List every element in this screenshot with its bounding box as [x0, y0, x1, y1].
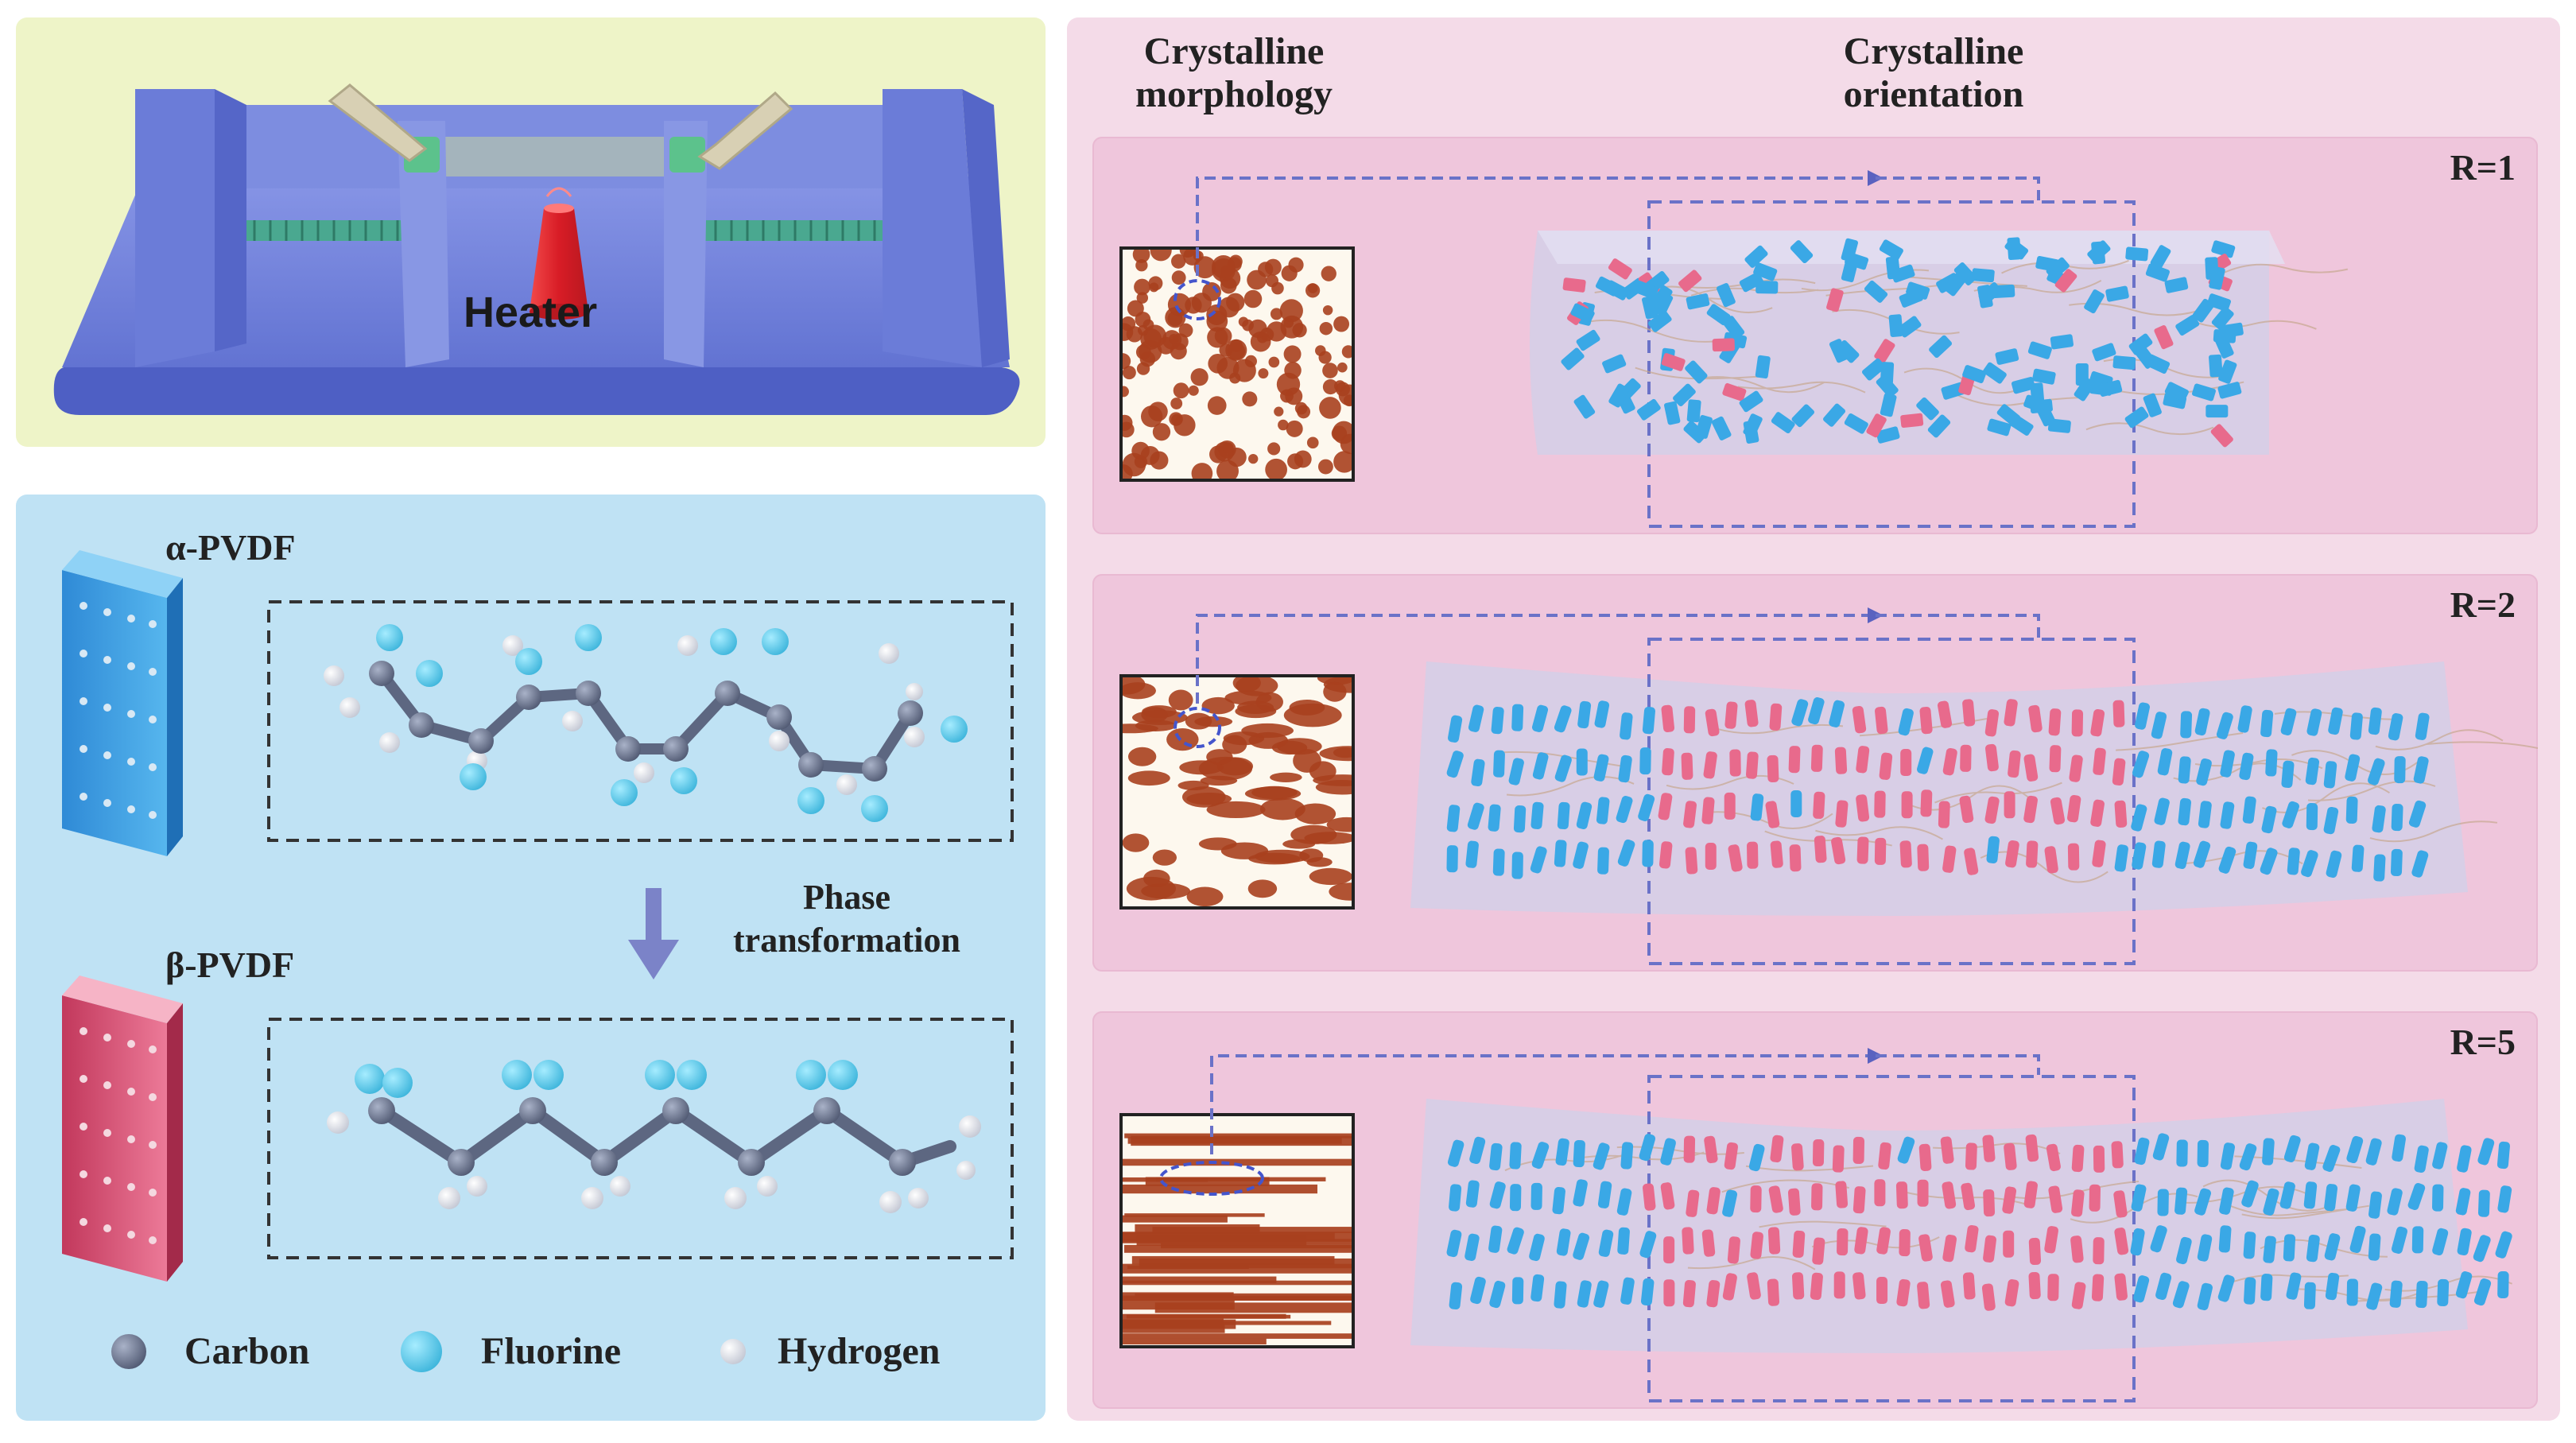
left-clamp — [398, 121, 449, 367]
r1-morphology-image — [1119, 246, 1355, 482]
r2-illustration — [1119, 607, 2538, 965]
legend-fluorine-label: Fluorine — [481, 1330, 621, 1372]
alpha-pvdf-chain — [324, 624, 968, 822]
hydrogen-legend-atom — [720, 1339, 746, 1364]
morphology-header-line1: Crystalline — [1143, 30, 1325, 72]
heater-label: Heater — [464, 289, 598, 336]
alpha-pvdf-label: α-PVDF — [165, 527, 296, 568]
morphology-header-line2: morphology — [1135, 73, 1333, 115]
crystalline-panel: Crystalline morphology Crystalline orien… — [1067, 17, 2560, 1421]
stretching-device-illustration — [53, 83, 1020, 415]
stretching-device-panel: Heater — [16, 17, 1046, 447]
r1-crystallites — [1561, 237, 2244, 448]
beta-pvdf-chain — [327, 1060, 981, 1213]
r1-illustration — [1119, 170, 2349, 528]
phase-label-line1: Phase — [803, 878, 890, 917]
phase-label-line2: transformation — [733, 921, 960, 960]
beta-pvdf-block — [62, 976, 183, 1282]
right-end-wall-face — [962, 89, 1010, 367]
alpha-pvdf-block — [62, 550, 183, 856]
orientation-header: Crystalline orientation — [1798, 30, 2069, 116]
legend-carbon-label: Carbon — [184, 1330, 310, 1372]
r2-film — [1410, 661, 2468, 916]
pvdf-film-sample — [445, 137, 668, 176]
orientation-header-line1: Crystalline — [1843, 30, 2024, 72]
left-end-wall — [135, 89, 215, 367]
carbon-legend-atom — [111, 1334, 146, 1369]
device-base — [53, 367, 1020, 415]
r5-ratio-label: R=5 — [2450, 1022, 2516, 1062]
row-r2: R=2 — [1092, 574, 2538, 972]
phase-transformation-label: Phase transformation — [692, 876, 1002, 962]
r5-crystallites — [1446, 1133, 2512, 1311]
alpha-molecule-box — [267, 600, 1014, 842]
fluorine-legend-atom — [401, 1331, 442, 1372]
orientation-header-line2: orientation — [1843, 73, 2024, 115]
right-end-wall — [883, 89, 982, 367]
phase-transformation-arrow — [628, 888, 679, 979]
legend-hydrogen-label: Hydrogen — [778, 1330, 941, 1372]
pvdf-molecules-illustration — [62, 550, 1014, 1372]
morphology-header: Crystalline morphology — [1099, 30, 1369, 116]
left-clamp-screw — [328, 83, 428, 162]
right-clamp-screw — [697, 91, 793, 170]
pvdf-phase-panel: α-PVDF β-PVDF Phase transformation Carbo… — [16, 495, 1046, 1421]
r1-ratio-label: R=1 — [2450, 147, 2516, 188]
r5-morphology-image — [1119, 1113, 1355, 1348]
row-r1: R=1 — [1092, 137, 2538, 534]
beta-pvdf-label: β-PVDF — [165, 945, 295, 985]
row-r5: R=5 — [1092, 1011, 2538, 1409]
r2-morphology-image — [1119, 674, 1355, 910]
r5-illustration — [1119, 1048, 2513, 1402]
right-clamp-grip — [669, 137, 705, 173]
r2-crystallites — [1446, 696, 2430, 882]
heater-cone — [530, 208, 588, 312]
r2-ratio-label: R=2 — [2450, 584, 2516, 625]
beta-molecule-box — [267, 1018, 1014, 1259]
left-end-wall-face — [215, 89, 246, 351]
right-clamp — [664, 121, 708, 367]
r5-film — [1410, 1099, 2468, 1353]
